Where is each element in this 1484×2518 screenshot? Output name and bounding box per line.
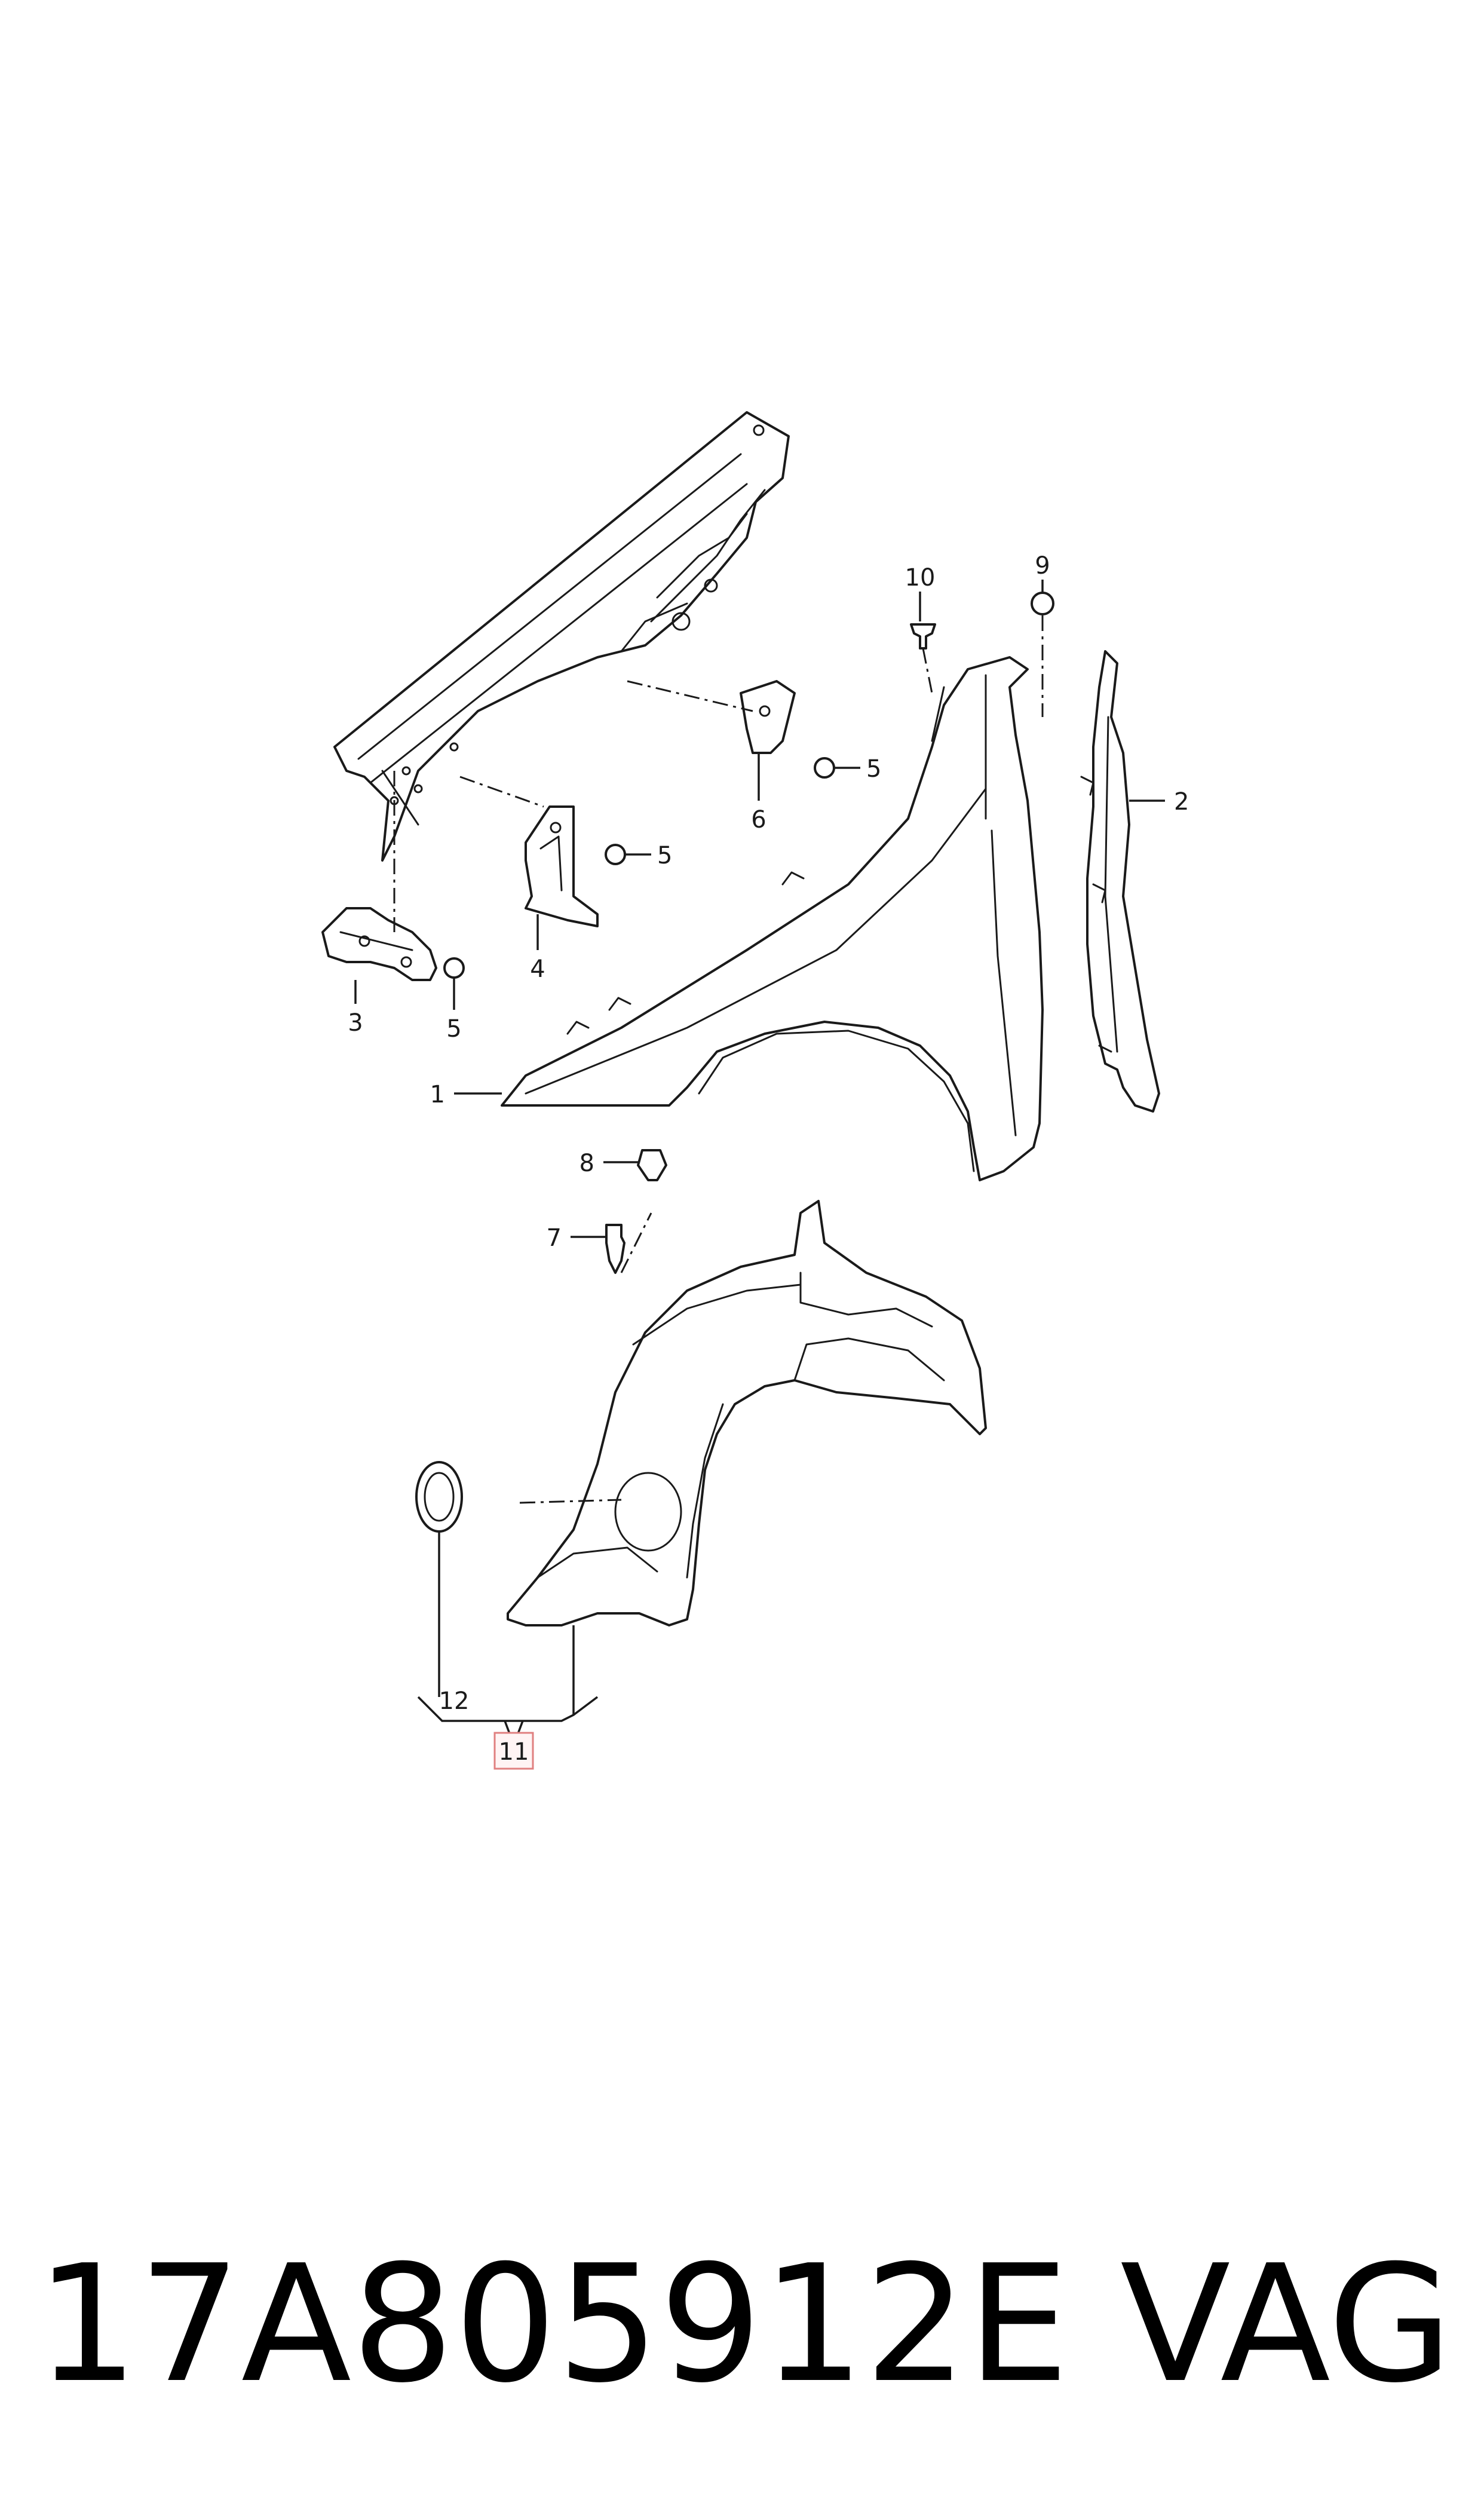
callout-2: 2 bbox=[1174, 788, 1189, 816]
bracket-part-4 bbox=[525, 805, 599, 927]
callout-labels: 1 2 3 4 5 5 5 6 7 8 9 10 11 12 bbox=[348, 552, 1189, 1770]
body-structure bbox=[333, 411, 790, 862]
callout-5c: 5 bbox=[446, 1015, 461, 1043]
fender-part-1 bbox=[501, 656, 1044, 1181]
screw-7-icon bbox=[605, 1224, 626, 1274]
caption: 17A805912E VAG bbox=[0, 2205, 1484, 2444]
callout-8: 8 bbox=[580, 1150, 594, 1177]
callout-12: 12 bbox=[439, 1687, 470, 1715]
callout-1: 1 bbox=[430, 1081, 445, 1108]
centre-lines bbox=[393, 615, 1044, 1504]
callout-10: 10 bbox=[905, 564, 936, 592]
callout-5a: 5 bbox=[657, 842, 672, 869]
nut-5a-icon bbox=[605, 844, 626, 865]
callout-11: 11 bbox=[499, 1738, 529, 1766]
callout-6: 6 bbox=[751, 806, 766, 834]
part-number: 17A805912E bbox=[36, 2230, 1069, 2418]
clip-8-icon bbox=[637, 1149, 667, 1181]
callout-4: 4 bbox=[530, 955, 545, 983]
bracket-part-3 bbox=[321, 907, 437, 981]
brand: VAG bbox=[1120, 2230, 1453, 2418]
callout-11-highlight bbox=[493, 1732, 534, 1770]
nut-5c-icon bbox=[443, 957, 465, 979]
nut-9-icon bbox=[1031, 592, 1054, 615]
callout-9: 9 bbox=[1035, 552, 1050, 580]
fasteners bbox=[443, 592, 1054, 1274]
parts-diagram: 1 2 3 4 5 5 5 6 7 8 9 10 11 12 bbox=[321, 411, 1189, 1770]
screw-10-icon bbox=[910, 623, 936, 650]
leader-lines bbox=[354, 580, 1165, 1748]
seal-part-2 bbox=[1080, 650, 1160, 1113]
callout-5b: 5 bbox=[866, 755, 881, 783]
wheel-liner-part-11 bbox=[507, 1200, 987, 1626]
nut-5b-icon bbox=[814, 757, 835, 779]
grommet-part-12 bbox=[415, 1461, 463, 1533]
bracket-part-6 bbox=[740, 680, 796, 754]
callout-7: 7 bbox=[547, 1224, 562, 1252]
callout-3: 3 bbox=[348, 1009, 363, 1037]
